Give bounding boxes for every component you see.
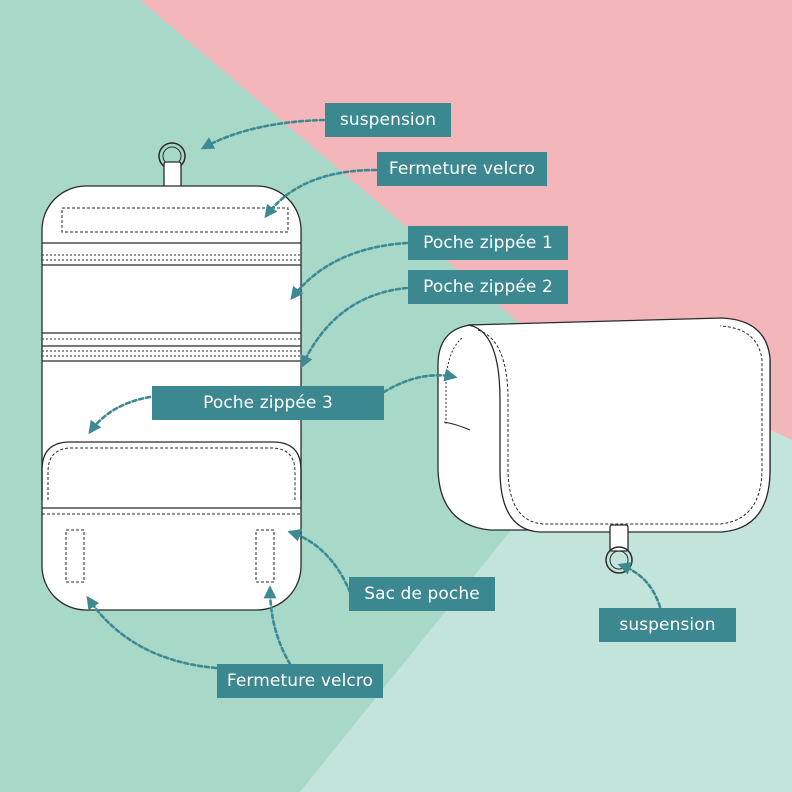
- arrow-zip3-left: [88, 395, 152, 435]
- arrow-zip1: [290, 241, 409, 301]
- closed-bag-flap: [467, 317, 771, 533]
- label-sac-de-poche: Sac de poche: [349, 577, 495, 611]
- velcro-strip-top: [61, 207, 289, 233]
- label-fermeture-velcro-bottom: Fermeture velcro: [217, 664, 383, 698]
- label-poche-zippee-3: Poche zippée 3: [152, 386, 384, 420]
- callout-arrows: [86, 118, 662, 670]
- label-poche-zippee-2: Poche zippée 2: [408, 270, 568, 304]
- arrow-zip2: [300, 286, 409, 369]
- arrow-velcro-bottom-left: [86, 595, 218, 670]
- label-fermeture-velcro-top: Fermeture velcro: [377, 152, 547, 186]
- label-poche-zippee-1: Poche zippée 1: [408, 226, 568, 260]
- pocket-3-flap: [41, 441, 302, 500]
- arrow-sac: [287, 529, 352, 594]
- hanging-tab-left: [163, 161, 182, 189]
- arrow-velcro-bottom-right: [263, 585, 292, 666]
- arrow-suspension-right: [617, 562, 662, 609]
- arrow-velcro-top: [264, 168, 378, 219]
- closed-toiletry-bag: [437, 317, 771, 574]
- arrow-zip3-right: [382, 368, 458, 394]
- arrow-suspension-top: [200, 118, 326, 150]
- label-suspension-right: suspension: [599, 608, 736, 642]
- label-suspension-top: suspension: [325, 103, 451, 137]
- open-toiletry-bag: [41, 142, 302, 611]
